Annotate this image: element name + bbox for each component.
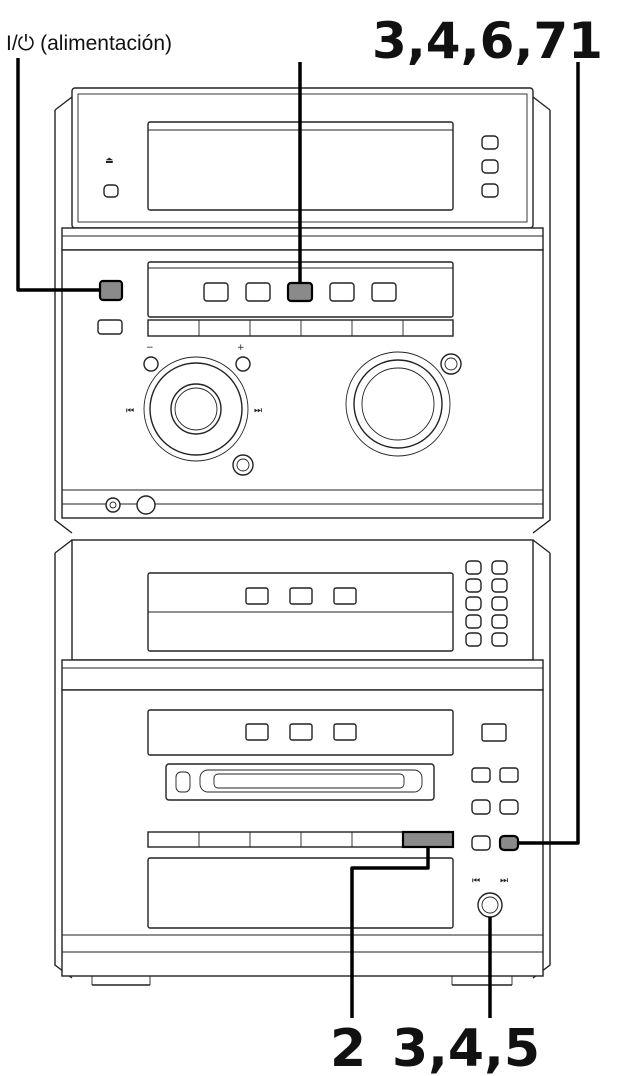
deck-button-left[interactable] (471, 799, 491, 815)
headphone-jack (105, 497, 121, 513)
numpad-3[interactable] (465, 578, 482, 593)
volume-knob[interactable] (353, 359, 443, 449)
plus-button[interactable] (235, 356, 251, 372)
deck-b-eject-button[interactable] (481, 723, 507, 742)
small-left-button[interactable] (103, 184, 119, 198)
function-button-2[interactable] (245, 282, 271, 302)
numpad-6[interactable] (491, 596, 508, 611)
lower-unit: ⏮ ⏭ (54, 539, 551, 986)
rewind-button[interactable] (471, 767, 491, 783)
function-button-4[interactable] (329, 282, 355, 302)
numpad-8[interactable] (491, 614, 508, 629)
display-right-button-1[interactable] (481, 135, 499, 150)
deck-b-play-button[interactable] (245, 723, 269, 741)
power-label: I/⏻ (alimentación) (6, 32, 172, 55)
eject-icon: ⏏ (105, 156, 114, 166)
phones-jack (136, 495, 156, 515)
right-knob-button[interactable] (440, 353, 462, 375)
small-prev-icon: ⏮ (472, 876, 480, 886)
numpad-9[interactable] (465, 632, 482, 647)
function-button-5[interactable] (371, 282, 397, 302)
numpad-2[interactable] (491, 560, 508, 575)
strip-segment-6-highlighted[interactable] (401, 830, 455, 849)
deck-a-pause-button[interactable] (289, 587, 313, 605)
deck-b-stop-button[interactable] (333, 723, 357, 741)
deck-a-stop-button[interactable] (333, 587, 357, 605)
bottom-right-step-label: 3,4,5 (392, 1019, 540, 1076)
power-button[interactable] (98, 279, 124, 302)
small-next-icon: ⏭ (500, 876, 508, 886)
record-button-highlighted[interactable] (498, 834, 520, 852)
left-jog-center[interactable] (170, 383, 222, 435)
numpad-7[interactable] (465, 614, 482, 629)
next-icon: ⏭ (254, 406, 262, 416)
display-right-button-3[interactable] (481, 183, 499, 198)
top-right-step-label: 3,4,6,71 (372, 12, 603, 70)
deck-a-play-button[interactable] (245, 587, 269, 605)
plus-sign: + (237, 343, 245, 353)
deck-b-pause-button[interactable] (289, 723, 313, 741)
prev-icon: ⏮ (126, 406, 134, 416)
strip-leader-line (350, 847, 430, 1018)
record-leader-line (518, 62, 580, 845)
numpad-10[interactable] (491, 632, 508, 647)
numpad-4[interactable] (491, 578, 508, 593)
numpad-1[interactable] (465, 560, 482, 575)
power-leader-line (16, 58, 100, 292)
function-button-3-highlighted[interactable] (286, 281, 314, 303)
minus-sign: − (146, 343, 154, 353)
power-sub-button[interactable] (97, 319, 123, 335)
enter-button[interactable] (232, 454, 254, 476)
numpad-5[interactable] (465, 596, 482, 611)
cassette-window (165, 763, 435, 801)
fast-forward-button[interactable] (499, 767, 519, 783)
display-right-button-2[interactable] (481, 159, 499, 174)
record-pause-button[interactable] (471, 835, 491, 851)
bottom-left-step-label: 2 (330, 1019, 366, 1076)
minus-button[interactable] (143, 356, 159, 372)
deck-button-right[interactable] (499, 799, 519, 815)
function-button-1[interactable] (203, 282, 229, 302)
upper-unit: ⏏ − + (54, 87, 551, 534)
